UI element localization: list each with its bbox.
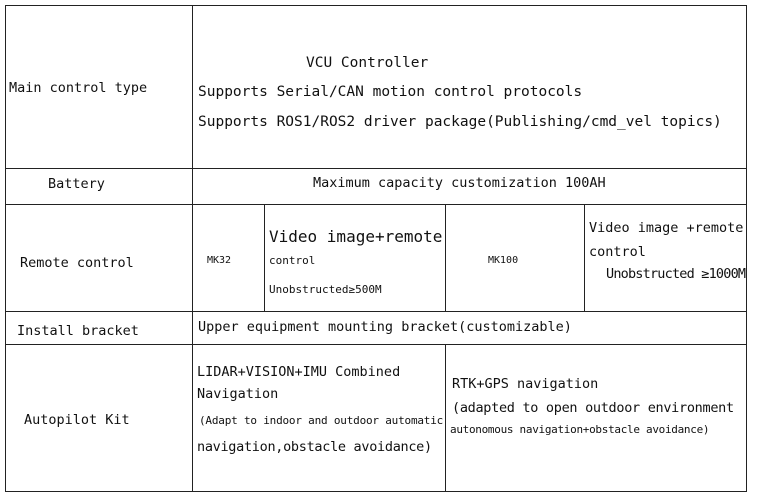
- mk100-line-1: Video image +remote: [589, 220, 744, 236]
- main-control-line-2: Supports Serial/CAN motion control proto…: [198, 84, 583, 100]
- row-divider: [5, 344, 747, 345]
- autopilot-kit-label: Autopilot Kit: [24, 412, 130, 428]
- remote-model-mk32: MK32: [207, 255, 232, 266]
- autopilot-left-line-2: Navigation: [197, 386, 279, 402]
- mk32-line-3: Unobstructed≥500M: [269, 283, 382, 296]
- mk32-line-2: control: [269, 254, 316, 267]
- autopilot-left-line-4: navigation,obstacle avoidance): [197, 439, 432, 455]
- battery-value: Maximum capacity customization 100AH: [313, 175, 606, 191]
- remote-column-divider: [264, 204, 265, 311]
- mk100-line-3: Unobstructed ≥1000M: [606, 266, 746, 282]
- install-bracket-value: Upper equipment mounting bracket(customi…: [198, 319, 572, 335]
- table-border-top: [5, 5, 747, 6]
- main-control-label: Main control type: [9, 80, 148, 96]
- autopilot-left-line-3: (Adapt to indoor and outdoor automatic: [199, 414, 444, 427]
- install-bracket-label: Install bracket: [17, 323, 139, 339]
- autopilot-left-line-1: LIDAR+VISION+IMU Combined: [197, 364, 401, 380]
- row-divider: [5, 311, 747, 312]
- remote-column-divider: [445, 204, 446, 311]
- label-column-divider: [192, 5, 193, 492]
- mk100-line-2: control: [589, 244, 646, 260]
- row-divider: [5, 168, 747, 169]
- autopilot-right-line-2: (adapted to open outdoor environment: [452, 400, 734, 416]
- table-border-left: [5, 5, 6, 492]
- battery-label: Battery: [48, 176, 105, 192]
- row-divider: [5, 204, 747, 205]
- remote-model-mk100: MK100: [488, 255, 519, 266]
- autopilot-right-line-3: autonomous navigation+obstacle avoidance…: [450, 423, 710, 436]
- table-border-bottom: [5, 491, 747, 492]
- remote-control-label: Remote control: [20, 255, 134, 271]
- main-control-line-1: VCU Controller: [306, 55, 429, 71]
- main-control-line-3: Supports ROS1/ROS2 driver package(Publis…: [198, 114, 722, 130]
- remote-column-divider: [584, 204, 585, 311]
- autopilot-column-divider: [445, 344, 446, 491]
- mk32-line-1: Video image+remote: [269, 227, 443, 246]
- autopilot-right-line-1: RTK+GPS navigation: [452, 376, 599, 392]
- table-border-right: [746, 5, 747, 492]
